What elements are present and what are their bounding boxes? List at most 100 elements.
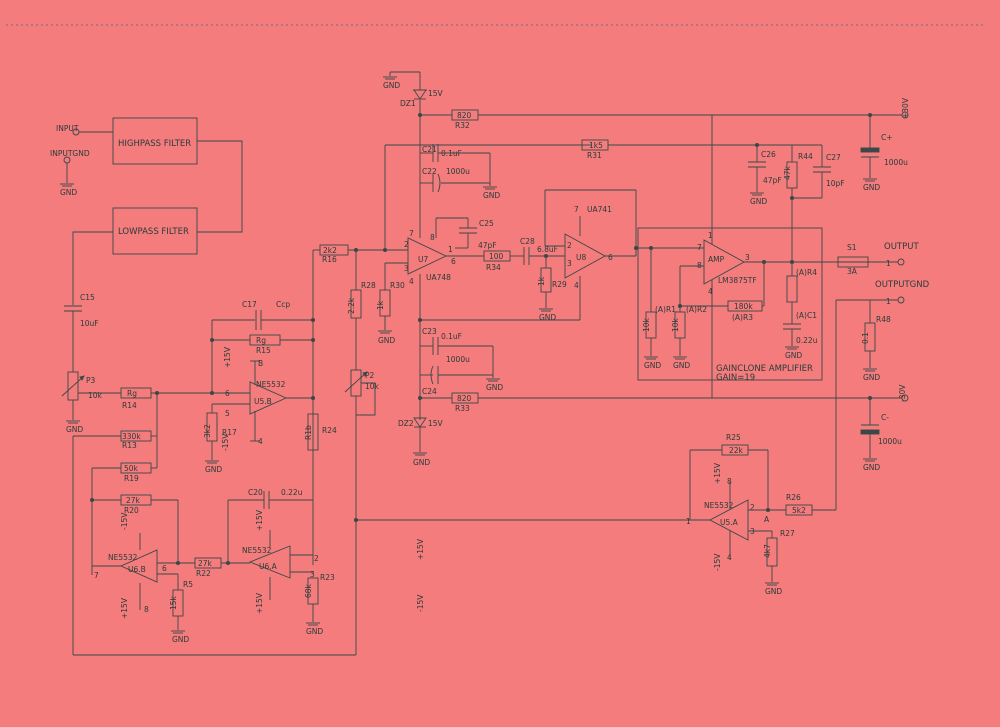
pin-1: 1 — [708, 231, 713, 240]
u8-type: UA741 — [587, 205, 612, 214]
r30-value: 1k — [376, 300, 385, 310]
c22-value: 1000u — [446, 167, 470, 176]
r15-name: R15 — [256, 346, 271, 355]
r32-value: 820 — [457, 111, 472, 120]
dz1-value: 15V — [428, 89, 444, 98]
r4-resistor — [786, 275, 798, 303]
gnd-label: GND — [863, 373, 880, 382]
pin-7: 7 — [697, 243, 702, 252]
u5a-type: NE5532 — [704, 501, 734, 510]
c26-name: C26 — [761, 150, 776, 159]
dz2-value: 15V — [428, 419, 444, 428]
u7-type: UA748 — [426, 273, 451, 282]
r5-name: R5 — [183, 580, 193, 589]
gnd-label: GND — [750, 197, 767, 206]
dz1-zener — [413, 89, 427, 100]
gnd-label: GND — [483, 191, 500, 200]
pin-8: 8 — [430, 233, 435, 242]
c24-name: C24 — [422, 387, 437, 396]
r13-name: R13 — [122, 441, 137, 450]
r20-value: 27k — [126, 496, 141, 505]
u6a-type: NE5532 — [242, 546, 272, 555]
pin-1: 1 — [448, 245, 453, 254]
cminus-capacitor — [860, 429, 880, 435]
u5b-type: NE5532 — [256, 380, 286, 389]
r17-value: 3k2 — [203, 424, 212, 438]
u8-opamp — [564, 233, 606, 279]
u8-name: U8 — [576, 253, 586, 262]
pin-1: 1 — [686, 517, 691, 526]
pin-3: 3 — [404, 264, 409, 273]
u6a-stage: U6.A NE5532 C20 0.22u 68k R23 GND +15V +… — [226, 488, 335, 636]
gnd-label: GND — [60, 188, 77, 197]
r30-name: R30 — [390, 281, 405, 290]
c28-value: 6.8uF — [537, 245, 558, 254]
outputgnd-pin: 1 — [886, 297, 891, 306]
r22-name: R22 — [196, 569, 211, 578]
r28-value: 2.2k — [347, 297, 356, 314]
amp-name: AMP — [708, 255, 725, 264]
r14-value: Rg — [127, 389, 137, 398]
r4-name: (A)R4 — [796, 268, 817, 277]
r31-value: 1k5 — [589, 141, 603, 150]
dz2-zener — [413, 417, 427, 428]
r24-resistor — [307, 413, 319, 451]
lowpass-filter-block — [112, 207, 198, 255]
s1-switch — [837, 256, 869, 268]
cplus-value: 1000u — [884, 158, 908, 167]
r17-name: R17 — [222, 428, 237, 437]
r44-name: R44 — [798, 152, 813, 161]
r24-value: R1b — [304, 425, 313, 440]
u5b-opamp — [249, 381, 288, 415]
r48-name: R48 — [876, 315, 891, 324]
gainclone-box — [637, 227, 823, 381]
c27-value: 10pF — [826, 179, 845, 188]
u6a-vee: +15V — [255, 592, 264, 614]
gnd-label: GND — [383, 81, 400, 90]
r26-name: R26 — [786, 493, 801, 502]
r23-value: 68k — [304, 583, 313, 598]
pin-6: 6 — [451, 257, 456, 266]
u6b-type: NE5532 — [108, 553, 138, 562]
pin-8: 8 — [727, 477, 732, 486]
u5b-stage: Rg R14 U5.B NE5532 C17 Ccp Rg R15 2k2 R1… — [120, 244, 408, 565]
pin-3: 3 — [750, 527, 755, 536]
u7-u8-stage: 2.2k R28 P2 10k 1k R30 GND U7 UA748 2 3 … — [344, 71, 870, 655]
amp-ic — [703, 239, 745, 285]
lower-left-filters: 330k R13 50k R19 27k R20 U6.B NE5532 27k… — [72, 391, 356, 656]
r16-name: R16 — [322, 255, 337, 264]
u6b-name: U6.B — [128, 565, 146, 574]
gnd-label: GND — [306, 627, 323, 636]
output-section: +30V C+ 1000u GND S1 3A OUTPUT 1 OUTPUTG… — [837, 97, 930, 472]
u5b-vcc: +15V — [223, 346, 232, 368]
r22-value: 27k — [198, 559, 213, 568]
plus15-label: +15V — [416, 538, 425, 560]
gainclone-amplifier: GAINCLONE AMPLIFIER GAIN=19 10k (A)R1 GN… — [634, 115, 845, 398]
pin-7: 7 — [574, 205, 579, 214]
u6b-vee: +15V — [120, 597, 129, 619]
dz2-name: DZ2 — [398, 419, 414, 428]
gnd-label: GND — [172, 635, 189, 644]
r29-name: R29 — [552, 280, 567, 289]
pin-3: 3 — [567, 259, 572, 268]
r32-name: R32 — [455, 121, 470, 130]
pin-8: 8 — [144, 605, 149, 614]
gnd-label: GND — [378, 336, 395, 345]
r24-name: R24 — [322, 426, 337, 435]
u5b-vee: -15V — [221, 433, 230, 451]
cplus-capacitor — [860, 147, 880, 153]
c25-name: C25 — [479, 219, 494, 228]
c25-value: 47pF — [478, 241, 497, 250]
pos30-label: +30V — [901, 97, 910, 119]
highpass-filter-label: HIGHPASS FILTER — [118, 139, 191, 149]
dz1-name: DZ1 — [400, 99, 416, 108]
gnd-label: GND — [765, 587, 782, 596]
c17-name: C17 — [242, 300, 257, 309]
u6b-vcc: -15V — [120, 512, 129, 530]
p2-value: 10k — [365, 382, 380, 391]
r27-value: 4k7 — [763, 544, 772, 558]
c22-name: C22 — [422, 167, 437, 176]
pin-3: 3 — [745, 253, 750, 262]
neg30-label: -30V — [898, 384, 907, 402]
